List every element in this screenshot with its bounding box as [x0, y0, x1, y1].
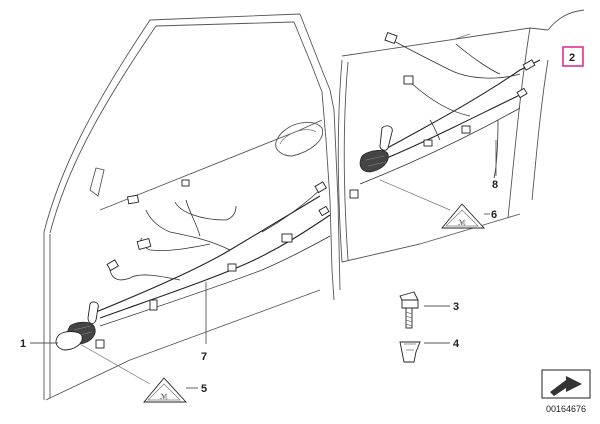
callout-1: 1: [20, 338, 26, 350]
svg-text:ℳ: ℳ: [160, 393, 168, 401]
document-number: 00164676: [546, 404, 586, 414]
callout-4: 4: [453, 338, 460, 350]
svg-text:ℳ: ℳ: [458, 219, 466, 227]
callout-7: 7: [201, 351, 207, 363]
bolt-part-3: [399, 291, 419, 329]
warning-triangle-6: ℳ: [441, 203, 486, 229]
callout-8: 8: [492, 179, 498, 191]
callout-2: 2: [569, 52, 575, 64]
callout-3: 3: [453, 301, 459, 313]
callout-5: 5: [201, 383, 207, 395]
warning-triangle-5: ℳ: [143, 377, 188, 403]
clip-part-4: [399, 341, 421, 363]
leader-lines: [30, 140, 497, 389]
rear-door-harness: [349, 31, 541, 211]
direction-arrow-icon: [541, 369, 591, 399]
rear-door-outline: [337, 9, 585, 263]
front-door-outline: [43, 13, 341, 401]
front-door-harness: [55, 179, 331, 351]
callout-6: 6: [491, 209, 497, 221]
highlight-box: [562, 46, 584, 67]
